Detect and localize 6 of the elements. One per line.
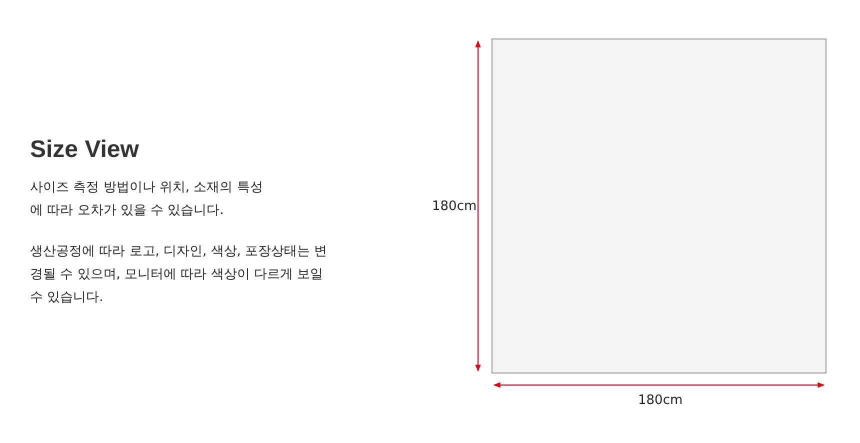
note-text: 사이즈 측정 방법이나 위치, 소재의 특성에 따라 오차가 있을 수 있습니다. (30, 179, 264, 220)
dimension-label: 180cm (638, 393, 683, 408)
dimension-label: 180cm (432, 199, 477, 214)
note-text: 생산공정에 따라 로고, 디자인, 색상, 포장상태는 변경될 수 있으며, 모니터에 따라 색상이 다르게 보일 수 있습니다. (30, 243, 328, 307)
product-outline (492, 38, 826, 374)
heading: Size View (30, 136, 139, 164)
